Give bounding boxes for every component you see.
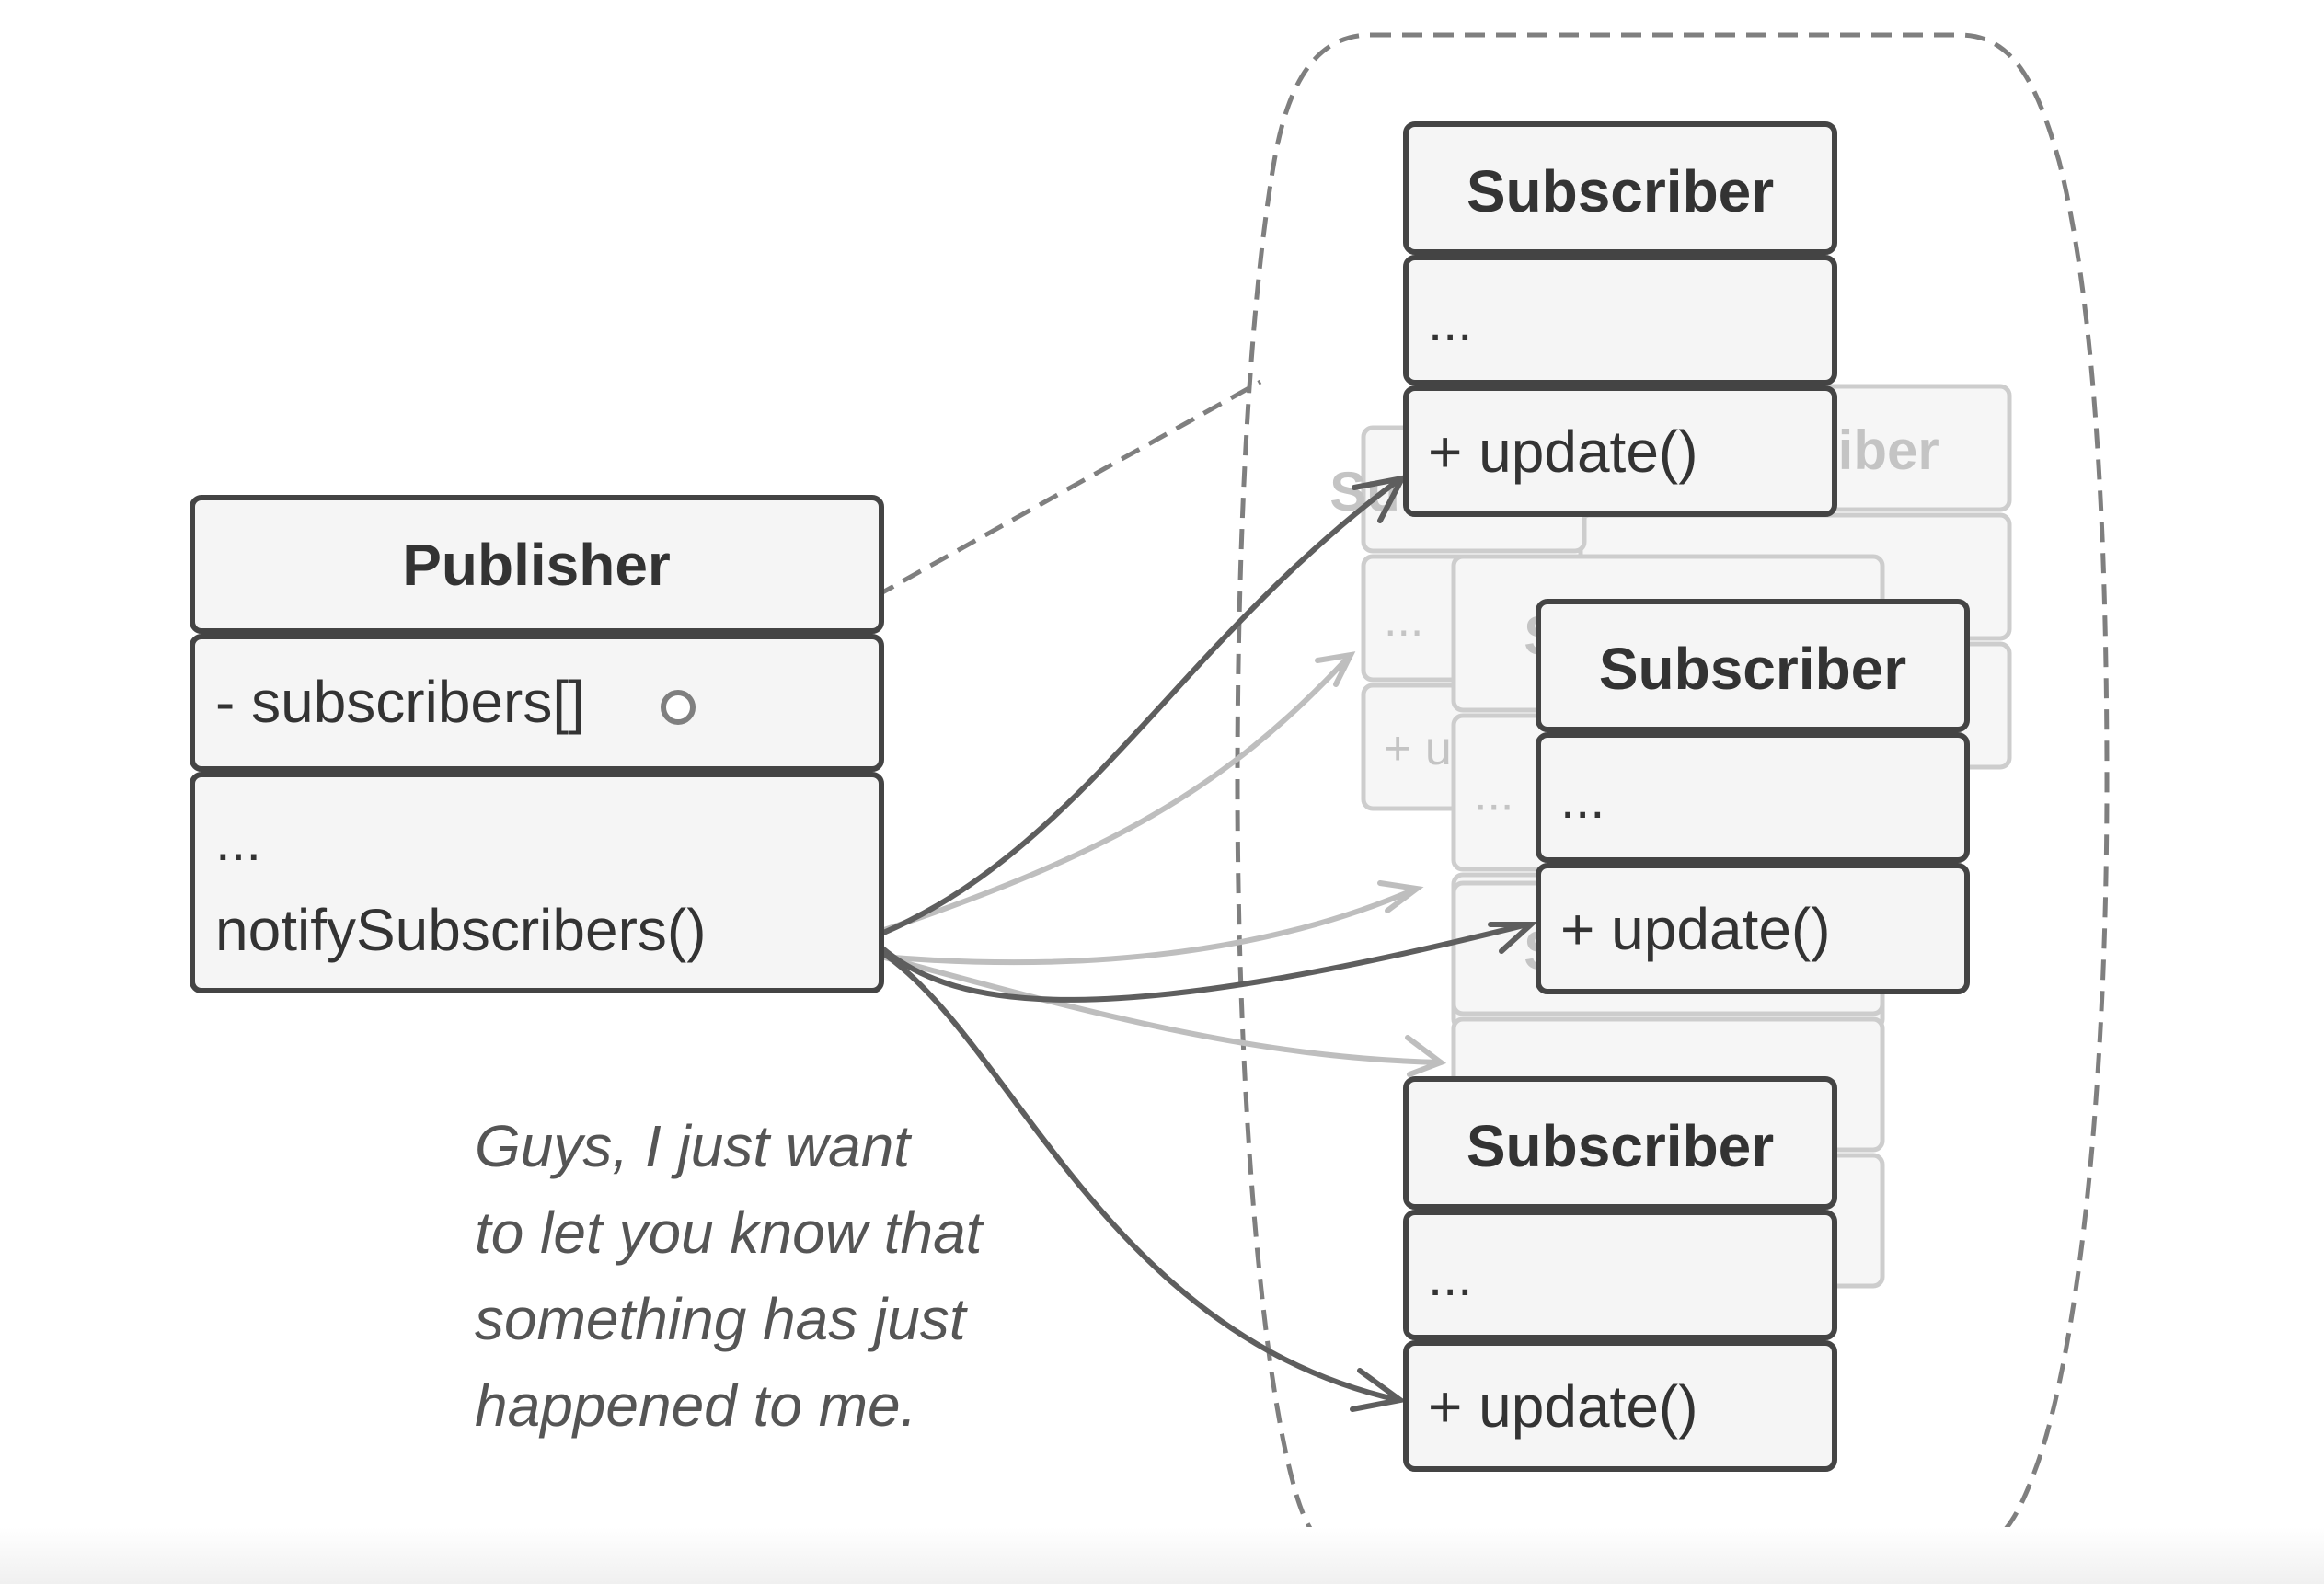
subscriber-2-field: ...: [1560, 770, 1605, 830]
dark-arrow-middle-head: [1488, 922, 1538, 954]
subscriber-1-update-method: + update(): [1428, 419, 1698, 485]
dark-arrow-bottom: [879, 949, 1401, 1403]
subscriber-1-title: Subscriber: [1467, 158, 1774, 224]
subscriber-1-field: ...: [1428, 293, 1472, 352]
publisher-methods-dots: ...: [215, 810, 261, 872]
publisher-fields-compartment: [190, 634, 884, 772]
publisher-class: Publisher - subscribers[] ... notifySubs…: [190, 495, 884, 993]
light-arrow-3-head: [1405, 1035, 1447, 1077]
dark-arrow-top: [879, 477, 1401, 936]
note-line-3: something has just: [475, 1286, 968, 1352]
subscriber-3-methods-compartment: [1403, 1340, 1837, 1472]
note-line-1: Guys, I just want: [475, 1113, 912, 1179]
note-line-2: to let you know that: [475, 1199, 984, 1266]
publisher-notify-method: notifySubscribers(): [215, 897, 707, 963]
light-arrow-1-head: [1315, 651, 1356, 687]
light-arrow-2-head: [1377, 880, 1424, 913]
subscriber-1-methods-compartment: [1403, 385, 1837, 517]
publisher-subscribers-field: - subscribers[]: [215, 669, 585, 735]
subscriber-2-title-compartment: [1536, 599, 1970, 732]
subscriber-group-boundary: [1235, 32, 2110, 1559]
light-arrow-2: [879, 888, 1415, 966]
subscriber-3-title: Subscriber: [1467, 1113, 1774, 1179]
dark-arrow-bottom-head: [1350, 1368, 1408, 1412]
subscriber-3-fields-compartment: [1403, 1210, 1837, 1340]
subscriber-3-field: ...: [1428, 1247, 1472, 1307]
bottom-fade: [0, 1527, 2324, 1584]
publisher-note: Guys, I just want to let you know that s…: [475, 1113, 984, 1439]
publisher-methods-compartment: [190, 772, 884, 993]
ghost-subscriber-2-field: ...: [1384, 593, 1423, 647]
subscriber-class-2: Subscriber ... + update(): [1536, 599, 1970, 994]
subscriber-2-fields-compartment: [1536, 732, 1970, 863]
note-line-4: happened to me.: [475, 1372, 916, 1439]
aggregation-circle-icon: [661, 690, 696, 725]
dark-arrow-middle: [879, 922, 1530, 1003]
light-arrows: [879, 651, 1447, 1077]
subscriber-1-fields-compartment: [1403, 255, 1837, 385]
subscriber-1-title-compartment: [1403, 121, 1837, 255]
dark-arrow-top-head: [1352, 474, 1408, 523]
ghost-subscriber-3-field: ...: [1474, 768, 1513, 821]
subscriber-2-title: Subscriber: [1599, 636, 1906, 702]
publisher-title-compartment: [190, 495, 884, 634]
dark-arrows: [879, 474, 1538, 1412]
subscriber-class-3: Subscriber ... + update(): [1403, 1076, 1837, 1472]
subscriber-3-title-compartment: [1403, 1076, 1837, 1210]
subscriber-class-1: Subscriber ... + update(): [1403, 121, 1837, 517]
subscriber-2-update-method: + update(): [1560, 896, 1831, 962]
subscriber-2-methods-compartment: [1536, 863, 1970, 994]
publisher-title: Publisher: [402, 532, 671, 598]
subscriber-3-update-method: + update(): [1428, 1373, 1698, 1440]
light-arrow-1: [879, 655, 1351, 934]
light-arrow-3: [879, 954, 1444, 1065]
